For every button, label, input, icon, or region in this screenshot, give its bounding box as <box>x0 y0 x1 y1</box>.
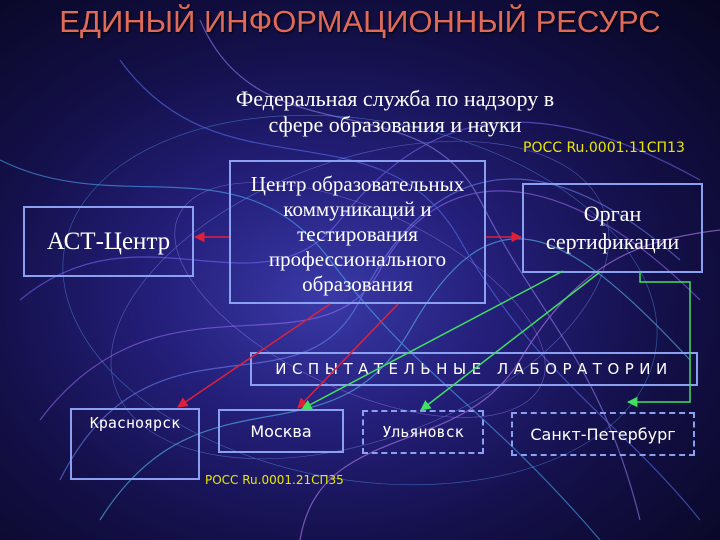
center-line2: коммуникаций и <box>283 196 432 221</box>
certification-body-box: Орган сертификации <box>522 183 703 273</box>
organ-line1: Орган <box>583 201 642 226</box>
education-center-box: Центр образовательных коммуникаций и тес… <box>229 160 486 304</box>
city-box-spb: Санкт-Петербург <box>511 412 695 456</box>
center-line1: Центр образовательных <box>250 171 465 196</box>
federal-service-line1: Федеральная служба по надзору в <box>235 86 555 111</box>
federal-service-line2: сфере образования и науки <box>268 112 522 137</box>
city-label-moscow: Москва <box>250 421 312 441</box>
center-line3: тестирования <box>297 221 418 246</box>
page-title: ЕДИНЫЙ ИНФОРМАЦИОННЫЙ РЕСУРС <box>59 4 661 39</box>
city-box-krasnoyarsk: Красноярск <box>70 408 200 480</box>
ast-center-label: АСТ-Центр <box>46 227 171 255</box>
certificate-number-bottom: РОСС Ru.0001.21СП35 <box>205 473 344 487</box>
federal-service-heading: Федеральная служба по надзору в сфере об… <box>170 86 620 138</box>
city-label-spb: Санкт-Петербург <box>530 424 676 444</box>
ast-center-box: АСТ-Центр <box>23 206 194 277</box>
certificate-number-top: РОСС Ru.0001.11СП13 <box>523 140 685 156</box>
center-line5: образования <box>302 271 413 296</box>
city-box-moscow: Москва <box>218 409 344 453</box>
center-line4: профессионального <box>268 246 447 271</box>
organ-line2: сертификации <box>545 229 680 254</box>
testing-labs-box: ИСПЫТАТЕЛЬНЫЕ ЛАБОРАТОРИИ <box>250 352 698 386</box>
testing-labs-label: ИСПЫТАТЕЛЬНЫЕ ЛАБОРАТОРИИ <box>275 360 673 378</box>
city-label-ulyanovsk: Ульяновск <box>382 423 464 441</box>
city-box-ulyanovsk: Ульяновск <box>362 410 484 454</box>
city-label-krasnoyarsk: Красноярск <box>89 414 181 432</box>
